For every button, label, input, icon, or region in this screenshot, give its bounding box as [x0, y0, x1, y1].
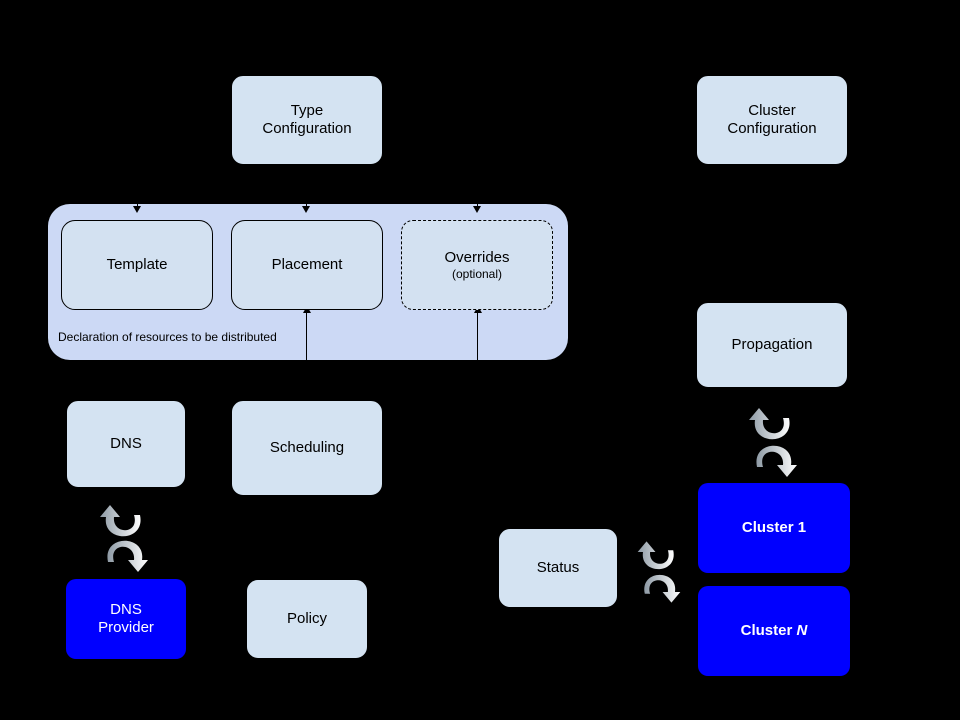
node-dns-label: DNS	[110, 434, 142, 452]
arrowhead-template	[133, 206, 141, 213]
node-template[interactable]: Template	[61, 220, 213, 310]
node-dns-provider[interactable]: DNS Provider	[66, 579, 186, 659]
panel-caption: Declaration of resources to be distribut…	[58, 330, 277, 344]
node-type-configuration[interactable]: Type Configuration	[231, 75, 383, 165]
node-cluster-n-label: Cluster N	[740, 621, 808, 639]
node-status-label: Status	[536, 558, 580, 576]
node-cluster-1-label: Cluster 1	[741, 518, 807, 536]
node-scheduling[interactable]: Scheduling	[231, 400, 383, 496]
arrowhead-placement	[302, 206, 310, 213]
node-cluster-configuration[interactable]: Cluster Configuration	[696, 75, 848, 165]
node-policy-label: Policy	[286, 609, 327, 627]
node-overrides-sublabel: (optional)	[451, 266, 503, 281]
connector-type-config-to-overrides	[477, 170, 478, 206]
connector-scheduling-to-placement	[306, 313, 307, 360]
node-placement[interactable]: Placement	[231, 220, 383, 310]
node-dns[interactable]: DNS	[66, 400, 186, 488]
sync-arrows-icon-status	[627, 524, 691, 612]
node-cluster-n[interactable]: Cluster N	[698, 586, 850, 676]
node-template-label: Template	[106, 255, 168, 273]
connector-type-config-to-template	[137, 170, 138, 206]
node-scheduling-label: Scheduling	[269, 438, 345, 456]
node-propagation[interactable]: Propagation	[696, 302, 848, 388]
node-cluster-configuration-label: Cluster Configuration	[727, 101, 817, 137]
connector-type-config-to-placement	[306, 170, 307, 206]
node-overrides-label: Overrides	[444, 248, 510, 266]
arrowhead-overrides	[473, 206, 481, 213]
connector-policy-to-overrides	[477, 313, 478, 360]
node-overrides[interactable]: Overrides (optional)	[401, 220, 553, 310]
node-placement-label: Placement	[271, 255, 343, 273]
sync-arrows-icon-propagation	[737, 396, 809, 480]
node-propagation-label: Propagation	[731, 335, 813, 353]
node-type-configuration-label: Type Configuration	[262, 101, 352, 137]
node-cluster-1[interactable]: Cluster 1	[698, 483, 850, 573]
node-status[interactable]: Status	[498, 528, 618, 608]
node-dns-provider-label: DNS Provider	[98, 600, 154, 636]
sync-arrows-icon-dns	[88, 493, 160, 573]
node-policy[interactable]: Policy	[246, 579, 368, 659]
